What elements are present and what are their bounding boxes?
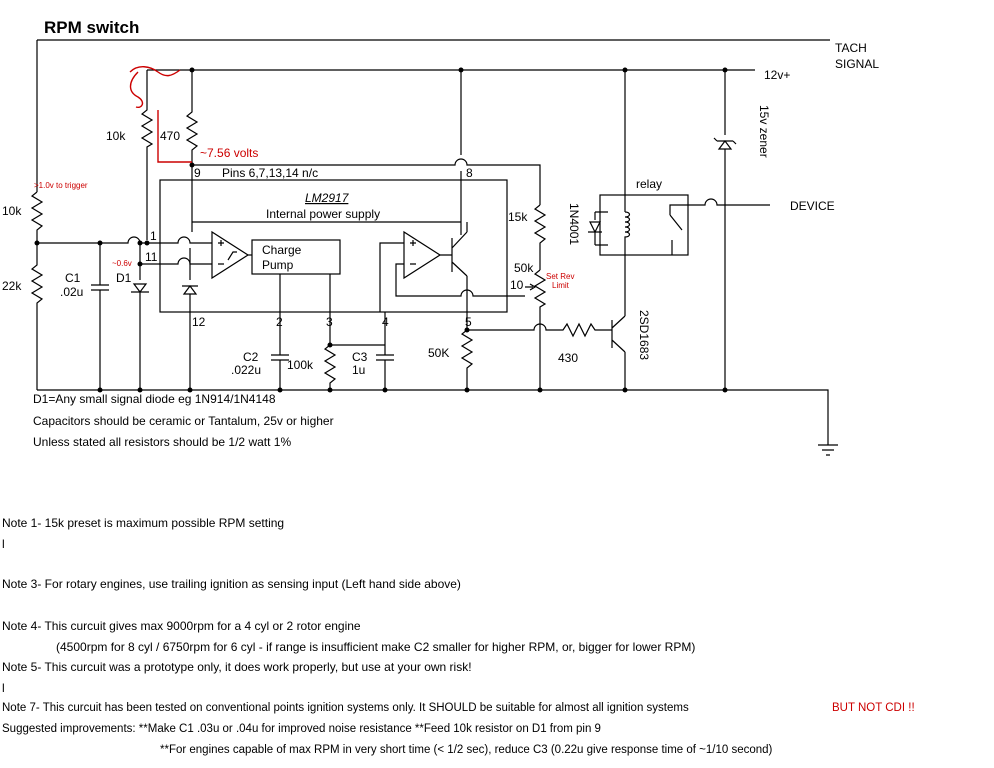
r470-label: 470 [160, 129, 180, 143]
transistor-label: 2SD1683 [637, 310, 651, 360]
relay-coil [624, 70, 631, 260]
ips-label: Internal power supply [266, 207, 380, 221]
input-comparator [211, 230, 250, 280]
pin11-label: 11 [145, 250, 158, 264]
pin1-label: 1 [150, 229, 157, 243]
tach-label: TACH [835, 41, 867, 55]
c2-val-label: .022u [231, 363, 261, 377]
resistor-430 [467, 260, 626, 390]
r430-label: 430 [558, 351, 578, 365]
pin2-label: 2 [276, 315, 283, 329]
opamp-feedback [379, 242, 525, 312]
pin12-label: 12 [192, 315, 206, 329]
trigger-label: >1.0v to trigger [34, 181, 88, 190]
input-wire [37, 236, 212, 244]
diode-1n4001-label: 1N4001 [567, 203, 581, 245]
r50k-label: 50K [428, 346, 449, 360]
relay-label: relay [636, 177, 662, 191]
c1-label: C1 [65, 271, 81, 285]
volts-label: ~7.56 volts [200, 146, 258, 160]
r22k-label: 22k [2, 279, 22, 293]
resistor-15k [533, 204, 547, 270]
zener-15v [713, 70, 737, 390]
pins-nc-label: Pins 6,7,13,14 n/c [222, 166, 318, 180]
d1-label: D1 [116, 271, 132, 285]
capacitor-c2 [271, 345, 289, 390]
relay-contact [669, 198, 770, 255]
pin5-label: 5 [465, 315, 472, 329]
pin10-label: 10 [510, 278, 524, 292]
r10k-top-label: 10k [106, 129, 126, 143]
zener-label: 15v zener [757, 105, 771, 158]
r10k-left-label: 10k [2, 204, 22, 218]
pump-label: Pump [262, 258, 294, 272]
c3-label: C3 [352, 350, 368, 364]
ic-label: LM2917 [305, 191, 350, 205]
title: RPM switch [44, 18, 139, 37]
c3-val-label: 1u [352, 363, 365, 377]
resistor-10k-top [140, 70, 154, 240]
pin9-label: 9 [194, 166, 201, 180]
resistor-100k [323, 344, 337, 390]
resistor-10k-left [30, 191, 44, 243]
limit-label: Limit [552, 281, 570, 290]
device-label: DEVICE [790, 199, 835, 213]
internal-zener [182, 248, 198, 390]
ground-rail [37, 389, 838, 456]
junction-dots [34, 67, 728, 393]
red-annotations [129, 66, 192, 163]
pin3-label: 3 [326, 315, 333, 329]
pot-50k [525, 269, 547, 330]
resistor-470 [185, 70, 199, 232]
set-rev-label: Set Rev [546, 272, 574, 281]
d1-v-label: ~0.6v [112, 259, 132, 268]
pin4-label: 4 [382, 315, 389, 329]
pin8-label: 8 [466, 166, 473, 180]
ic-lm2917-box [159, 179, 508, 313]
c1-val-label: .02u [60, 285, 83, 299]
r100k-label: 100k [287, 358, 314, 372]
charge-pump-box [251, 239, 341, 275]
resistor-50k [460, 320, 474, 390]
diode-1n4001-wire [588, 211, 608, 246]
capacitor-c1 [91, 243, 109, 390]
resistor-22k [30, 243, 44, 390]
capacitor-c3 [330, 312, 394, 390]
pin9-pin8-wire [192, 158, 541, 205]
supply-label: 12v+ [764, 68, 790, 82]
relay-box [599, 194, 689, 256]
signal-label: SIGNAL [835, 57, 879, 71]
r15k-label: 15k [508, 210, 528, 224]
output-opamp [403, 230, 442, 280]
opamp-output-wire [440, 222, 468, 320]
c2-label: C2 [243, 350, 259, 364]
charge-label: Charge [262, 243, 302, 257]
r50k-pot-label: 50k [514, 261, 534, 275]
tach-signal-wire [36, 39, 830, 192]
